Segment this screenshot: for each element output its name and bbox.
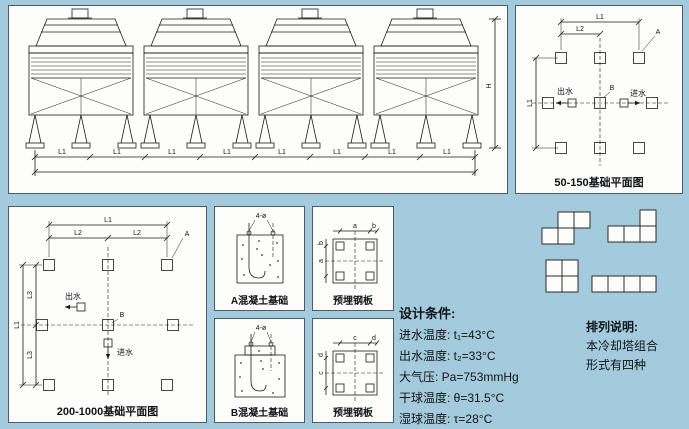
foundation-b-title: B混凝土基础 <box>230 408 289 419</box>
arrangement-note-title: 排列说明: <box>586 320 638 334</box>
water-outlet-label: 出水 <box>65 291 81 301</box>
cooling-tower-elevation-drawing: L1 L1 L1 L1 L1 L1 L1 L1 H <box>25 8 501 176</box>
design-condition-outlet-temp: 出水温度: t₂=33°C <box>399 349 496 363</box>
svg-text:L1: L1 <box>168 149 176 156</box>
water-inlet-label: 进水 <box>117 347 133 357</box>
anchor-bolt-label: 4-ø <box>256 213 267 220</box>
plan-dimensions: L1 L2 A L1 <box>527 14 661 152</box>
span-dim-label: L1 <box>58 149 66 156</box>
arrangement-pattern-staggered <box>541 211 591 245</box>
foundation-a-title: A混凝土基础 <box>230 296 289 307</box>
plate-2-panel: c d c d 预埋钢板 <box>312 318 394 423</box>
svg-text:d: d <box>372 335 376 342</box>
svg-text:c: c <box>353 335 357 342</box>
svg-text:a: a <box>318 259 325 263</box>
anchor-bolt-label: 4-ø <box>256 325 267 332</box>
pipe-connections: 出水 B 进水 <box>65 291 133 359</box>
arrangement-note-line2: 形式有四种 <box>586 358 647 372</box>
svg-text:L2: L2 <box>576 26 584 33</box>
plan-large-drawing: 出水 B 进水 L1 L2 L2 A <box>14 217 195 397</box>
plate-2-drawing: c d c d <box>318 335 385 401</box>
pad-type-b-label: B <box>610 85 615 92</box>
arrangement-pattern-row <box>591 275 657 293</box>
svg-text:L1: L1 <box>278 149 286 156</box>
foundation-a-panel: 4-ø A混凝土基础 <box>214 206 305 311</box>
concrete-texture <box>241 240 279 278</box>
design-conditions: 设计条件: 进水温度: t₁=43°C 出水温度: t₂=33°C 大气压: P… <box>399 303 571 429</box>
svg-text:a: a <box>353 223 357 230</box>
plate-1-panel: a b a b 预埋钢板 <box>312 206 394 311</box>
foundation-a-drawing: 4-ø <box>236 213 284 284</box>
svg-text:L3: L3 <box>27 351 34 359</box>
elevation-panel: L1 L1 L1 L1 L1 L1 L1 L1 H <box>8 5 508 194</box>
design-condition-inlet-temp: 进水温度: t₁=43°C <box>399 328 495 342</box>
svg-text:L1: L1 <box>388 149 396 156</box>
pad-type-b-label: B <box>120 312 125 319</box>
pipe-connections: 出水 进水 B <box>556 85 646 108</box>
bottom-dimension-line: L1 L1 L1 L1 L1 L1 L1 L1 <box>31 149 479 176</box>
design-condition-wet-bulb: 湿球温度: τ=28°C <box>399 412 493 426</box>
plan-large-panel: 出水 B 进水 L1 L2 L2 A <box>8 206 207 423</box>
svg-text:L2: L2 <box>133 230 141 237</box>
arrangement-patterns <box>541 209 657 293</box>
svg-text:L1: L1 <box>527 99 534 107</box>
svg-text:c: c <box>318 371 325 375</box>
design-condition-dry-bulb: 干球温度: θ=31.5°C <box>399 391 505 405</box>
svg-text:L1: L1 <box>14 321 21 329</box>
svg-text:b: b <box>372 223 376 230</box>
pad-type-a-label: A <box>656 29 661 36</box>
svg-text:L1: L1 <box>223 149 231 156</box>
svg-text:b: b <box>318 241 325 245</box>
arrangement-note: 排列说明: 本冷却塔组合 形式有四种 <box>586 318 658 375</box>
design-conditions-title: 设计条件: <box>399 306 456 321</box>
height-dim-label: H <box>486 83 493 88</box>
water-outlet-label: 出水 <box>557 86 573 96</box>
plate-1-title: 预埋钢板 <box>333 296 373 307</box>
arrangement-pattern-l-shape <box>607 209 657 243</box>
svg-text:d: d <box>318 353 325 357</box>
plate-2-title: 预埋钢板 <box>333 408 373 419</box>
arrangement-note-line1: 本冷却塔组合 <box>586 339 659 353</box>
plan-small-title: 50-150基础平面图 <box>554 177 644 189</box>
foundation-pads <box>542 52 658 154</box>
tower-units <box>25 8 482 149</box>
height-dimension-line: H <box>486 15 501 152</box>
design-condition-pressure: 大气压: Pa=753mmHg <box>399 370 519 384</box>
water-inlet-label: 进水 <box>630 88 646 98</box>
plan-large-title: 200-1000基础平面图 <box>56 406 159 418</box>
plate-1-drawing: a b a b <box>318 223 385 289</box>
svg-text:L1: L1 <box>333 149 341 156</box>
svg-text:L3: L3 <box>27 291 34 299</box>
plan-small-panel: 出水 进水 B L1 L2 A <box>515 5 683 194</box>
foundation-b-panel: 4-ø B混凝土基础 <box>214 318 305 423</box>
svg-text:L1: L1 <box>104 217 112 224</box>
svg-text:L1: L1 <box>443 149 451 156</box>
foundation-b-drawing: 4-ø <box>234 325 286 398</box>
svg-text:L1: L1 <box>113 149 121 156</box>
arrangement-pattern-block <box>545 259 579 293</box>
svg-text:L1: L1 <box>596 14 604 21</box>
concrete-texture <box>239 350 280 394</box>
pad-type-a-label: A <box>185 231 190 238</box>
plan-dimensions: L1 L2 L2 A L1 L3 L3 <box>14 217 190 389</box>
plan-small-drawing: 出水 进水 B L1 L2 A <box>527 14 668 166</box>
svg-text:L2: L2 <box>74 230 82 237</box>
